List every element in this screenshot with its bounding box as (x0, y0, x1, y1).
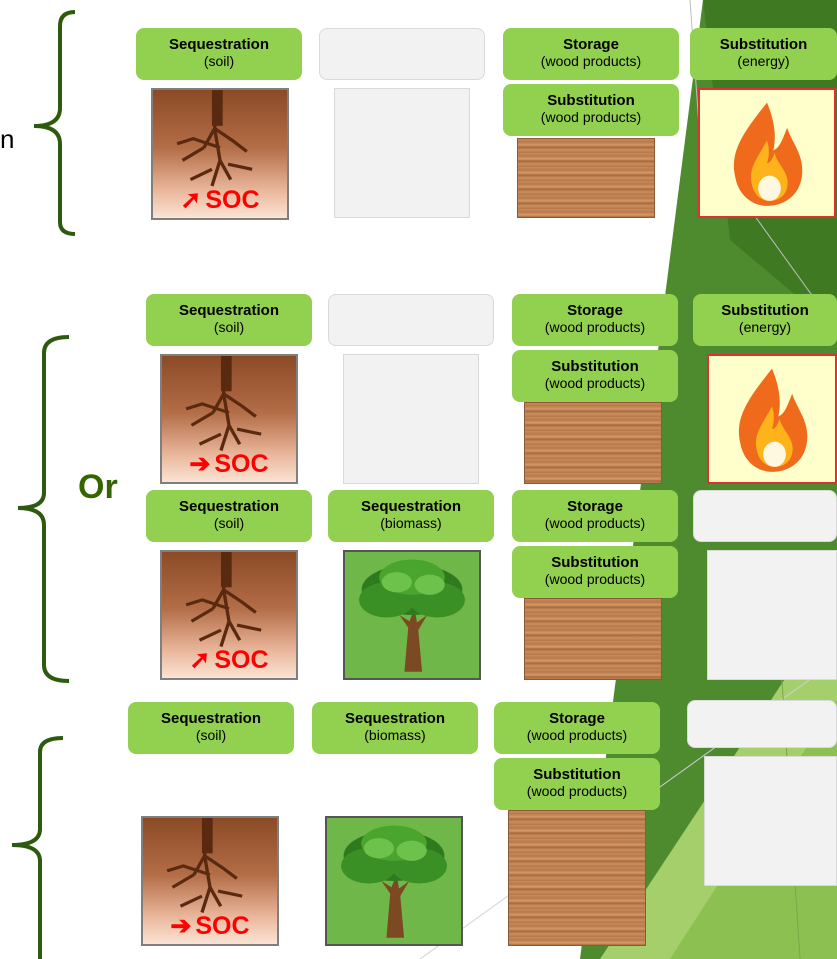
label-sub: (soil) (213, 515, 245, 531)
fire-icon (733, 102, 803, 206)
label-subst-wood: Substitution (wood products) (503, 84, 679, 136)
or-label: Or (78, 468, 118, 506)
label-seq-soil: Sequestration (soil) (146, 294, 312, 346)
label-seq-soil: Sequestration (soil) (146, 490, 312, 542)
empty-image-slot (707, 550, 837, 680)
label-sub: (energy) (738, 319, 792, 335)
tree-icon (359, 559, 465, 672)
empty-image-slot (343, 354, 479, 484)
label-seq-soil: Sequestration (soil) (128, 702, 294, 754)
label-title: Sequestration (360, 498, 462, 515)
brace-bottom (11, 736, 64, 959)
label-title: Substitution (551, 554, 639, 571)
arrow-up-right-icon: ➚ (189, 646, 211, 674)
label-subst-wood: Substitution (wood products) (512, 546, 678, 598)
soc-label: ➔SOC (143, 912, 277, 940)
empty-label-slot (328, 294, 494, 346)
roots-icon (185, 552, 262, 647)
label-seq-soil: Sequestration (soil) (136, 28, 302, 80)
label-storage-wood: Storage (wood products) (503, 28, 679, 80)
empty-label-slot (687, 700, 837, 748)
brace-top (33, 10, 76, 236)
empty-image-slot (334, 88, 470, 218)
label-sub: (wood products) (526, 727, 628, 743)
tree-image (343, 550, 481, 680)
label-sub: (wood products) (540, 53, 642, 69)
label-title: Substitution (721, 302, 809, 319)
label-title: Substitution (719, 36, 808, 53)
soil-image: ➚SOC (151, 88, 289, 220)
wood-planks-image (517, 138, 655, 218)
label-title: Substitution (547, 92, 635, 109)
wood-planks-image (524, 402, 662, 484)
label-sub: (biomass) (364, 727, 426, 743)
soc-text: SOC (195, 912, 250, 940)
label-sub: (energy) (737, 53, 790, 69)
arrow-right-icon: ➔ (170, 912, 192, 940)
label-title: Storage (563, 36, 619, 53)
label-sub: (wood products) (544, 571, 646, 587)
label-subst-energy: Substitution (energy) (690, 28, 837, 80)
fire-image (698, 88, 836, 218)
empty-label-slot (319, 28, 485, 80)
soc-label: ➚SOC (153, 186, 287, 214)
label-title: Sequestration (160, 710, 262, 727)
label-sub: (wood products) (544, 319, 646, 335)
label-title: Storage (549, 710, 605, 727)
label-title: Storage (567, 302, 623, 319)
label-title: Sequestration (168, 36, 270, 53)
soc-text: SOC (205, 186, 260, 214)
soil-image: ➔SOC (160, 354, 298, 484)
label-title: Substitution (533, 766, 621, 783)
soc-label: ➔SOC (162, 450, 296, 478)
label-title: Substitution (551, 358, 639, 375)
fire-icon (738, 368, 808, 472)
label-sub: (wood products) (544, 515, 646, 531)
edge-text-fragment: n (0, 124, 15, 154)
tree-icon (341, 825, 447, 938)
fire-image (707, 354, 837, 484)
label-title: Sequestration (344, 710, 446, 727)
label-sub: (wood products) (540, 109, 642, 125)
soil-image: ➚SOC (160, 550, 298, 680)
label-sub: (wood products) (544, 375, 646, 391)
label-storage-wood: Storage (wood products) (512, 490, 678, 542)
label-storage-wood: Storage (wood products) (494, 702, 660, 754)
soil-image: ➔SOC (141, 816, 279, 946)
soc-text: SOC (214, 450, 269, 478)
label-sub: (soil) (213, 319, 245, 335)
label-title: Sequestration (178, 498, 280, 515)
arrow-right-icon: ➔ (189, 450, 211, 478)
label-title: Sequestration (178, 302, 280, 319)
label-sub: (soil) (203, 53, 235, 69)
label-seq-biomass: Sequestration (biomass) (312, 702, 478, 754)
label-sub: (soil) (195, 727, 227, 743)
label-storage-wood: Storage (wood products) (512, 294, 678, 346)
brace-middle (17, 335, 70, 683)
wood-planks-image (508, 810, 646, 946)
label-seq-biomass: Sequestration (biomass) (328, 490, 494, 542)
roots-icon (185, 356, 262, 451)
label-sub: (biomass) (380, 515, 442, 531)
arrow-up-right-icon: ➚ (180, 186, 202, 214)
wood-planks-image (524, 598, 662, 680)
roots-icon (176, 90, 253, 187)
label-subst-wood: Substitution (wood products) (512, 350, 678, 402)
empty-label-slot (693, 490, 837, 542)
tree-image (325, 816, 463, 946)
label-subst-energy: Substitution (energy) (693, 294, 837, 346)
roots-icon (166, 818, 243, 913)
soc-text: SOC (214, 646, 269, 674)
label-title: Storage (567, 498, 623, 515)
soc-label: ➚SOC (162, 646, 296, 674)
label-subst-wood: Substitution (wood products) (494, 758, 660, 810)
empty-image-slot (704, 756, 837, 886)
label-sub: (wood products) (526, 783, 628, 799)
